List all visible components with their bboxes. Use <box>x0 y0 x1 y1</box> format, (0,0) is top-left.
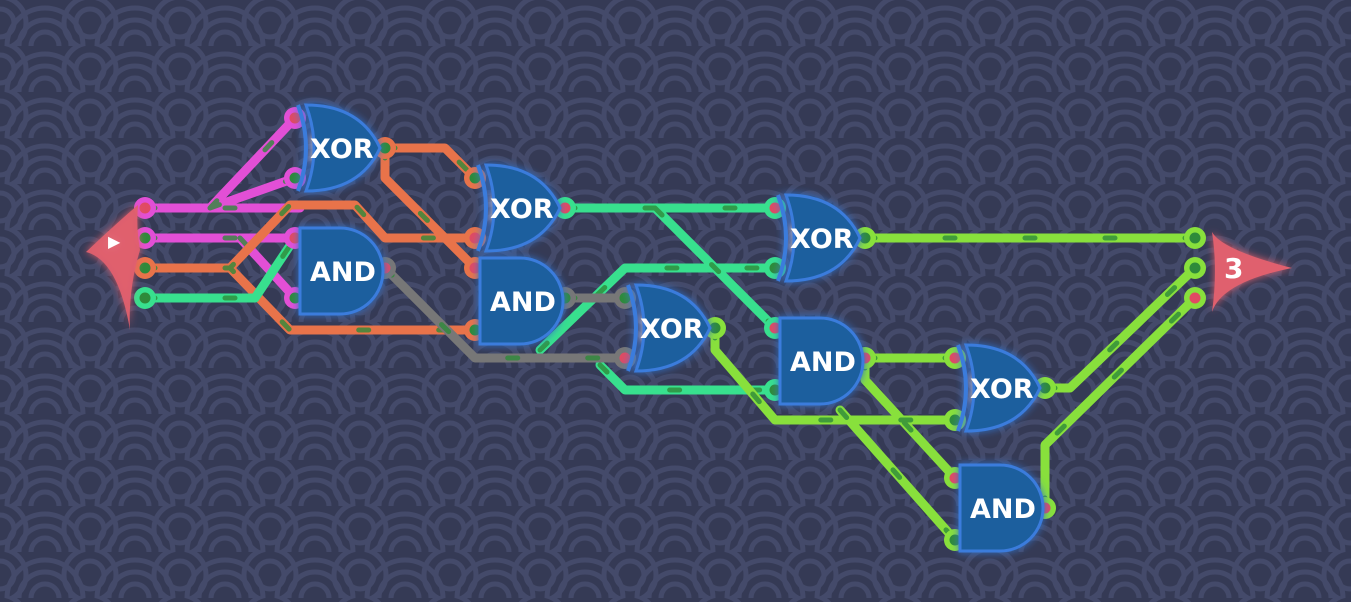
pin-core-2 <box>139 262 151 274</box>
pin-core-17 <box>949 472 961 484</box>
xor-back-curve-0 <box>296 104 308 192</box>
xor-back-curve-5 <box>776 194 788 282</box>
gate-label-5: XOR <box>790 224 854 255</box>
and-gate-6[interactable]: AND <box>778 316 865 406</box>
pin-core-19 <box>289 172 301 184</box>
xor-gate-0[interactable]: XOR <box>296 103 382 193</box>
pin-core-22 <box>469 172 481 184</box>
xor-gate-7[interactable]: XOR <box>956 343 1042 433</box>
pin-core-27 <box>619 352 631 364</box>
pin-core-8 <box>709 322 721 334</box>
gate-label-1: AND <box>310 257 376 288</box>
pin-core-29 <box>769 262 781 274</box>
gate-label-6: AND <box>790 347 856 378</box>
gate-label-3: AND <box>490 287 556 318</box>
pin-core-0 <box>139 202 151 214</box>
pin-core-16 <box>949 534 961 546</box>
gate-body-7 <box>963 343 1042 433</box>
gate-body-1 <box>298 226 385 316</box>
pin-core-33 <box>949 414 961 426</box>
pin-core-13 <box>1189 232 1201 244</box>
pin-core-30 <box>769 322 781 334</box>
gate-label-7: XOR <box>970 374 1034 405</box>
and-gate-3[interactable]: AND <box>478 256 565 346</box>
gate-body-0 <box>303 103 382 193</box>
signal-pulse-2 <box>142 205 778 393</box>
play-icon: ▶ <box>108 232 121 251</box>
xor-back-curve-2 <box>476 164 488 252</box>
output-marker[interactable]: 3 <box>1212 232 1292 312</box>
pin-core-23 <box>469 232 481 244</box>
gate-body-2 <box>483 163 562 253</box>
pin-core-20 <box>289 232 301 244</box>
pin-core-1 <box>139 232 151 244</box>
xor-gate-2[interactable]: XOR <box>476 163 562 253</box>
pin-core-26 <box>619 292 631 304</box>
gate-body-6 <box>778 316 865 406</box>
xor-back-curve-4 <box>626 284 638 372</box>
pin-core-28 <box>769 202 781 214</box>
xor-gate-5[interactable]: XOR <box>776 193 862 283</box>
xor-gate-4[interactable]: XOR <box>626 283 712 373</box>
pin-core-14 <box>1189 262 1201 274</box>
and-gate-1[interactable]: AND <box>298 226 385 316</box>
pin-core-32 <box>949 352 961 364</box>
pin-core-25 <box>469 324 481 336</box>
output-value: 3 <box>1224 252 1243 285</box>
signal-pulse-4 <box>712 235 1198 543</box>
pin-core-24 <box>469 262 481 274</box>
gate-body-8 <box>958 463 1045 553</box>
gate-label-2: XOR <box>490 194 554 225</box>
pin-core-21 <box>289 292 301 304</box>
and-gate-8[interactable]: AND <box>958 463 1045 553</box>
input-marker[interactable]: ▶ <box>86 205 140 330</box>
pin-core-3 <box>139 292 151 304</box>
pin-core-11 <box>1039 382 1051 394</box>
pin-core-4 <box>559 202 571 214</box>
wire-orange-1 <box>140 143 480 335</box>
gate-label-0: XOR <box>310 134 374 165</box>
pin-core-18 <box>289 112 301 124</box>
gate-label-4: XOR <box>640 314 704 345</box>
pin-core-15 <box>1189 292 1201 304</box>
pin-core-9 <box>859 232 871 244</box>
gate-body-5 <box>783 193 862 283</box>
signal-pulse-0 <box>142 115 303 301</box>
gate-body-3 <box>478 256 565 346</box>
gate-body-4 <box>633 283 712 373</box>
pin-core-31 <box>769 384 781 396</box>
pin-core-5 <box>379 142 391 154</box>
xor-back-curve-7 <box>956 344 968 432</box>
gate-label-8: AND <box>970 494 1036 525</box>
